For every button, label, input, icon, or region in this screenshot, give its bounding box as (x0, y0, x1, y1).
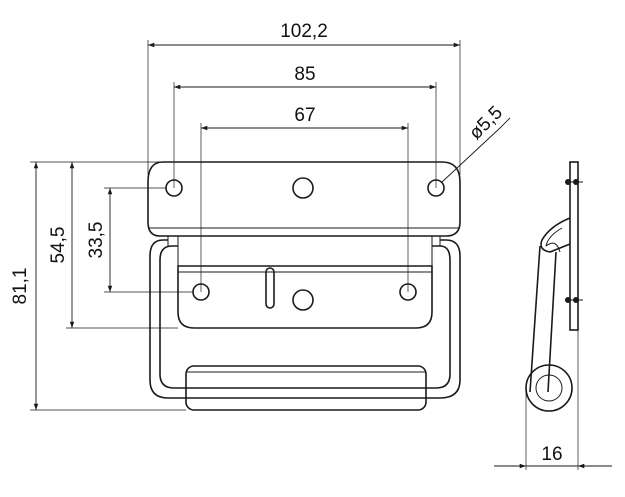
side-plate (569, 161, 579, 331)
front-view (147, 161, 461, 411)
label-plate-height: 54,5 (48, 227, 69, 264)
mounting-plate (147, 161, 461, 237)
side-wire-arm (529, 245, 541, 393)
dimension-overall-height: 81,1 (10, 161, 186, 411)
bracket-slot (265, 267, 275, 309)
side-bracket (540, 217, 571, 253)
label-overall-width: 102,2 (280, 21, 328, 42)
dimension-hole-spacing-outer: 85 (173, 64, 437, 188)
label-hole-spacing-outer: 85 (294, 64, 315, 85)
dimension-plate-height: 54,5 (48, 162, 178, 329)
dimension-hole-vertical-spacing: 33,5 (86, 187, 193, 293)
label-hole-vertical-spacing: 33,5 (86, 222, 107, 259)
label-overall-height: 81,1 (10, 268, 31, 305)
label-depth: 16 (541, 444, 562, 465)
bracket-plate (177, 265, 433, 329)
dimension-hole-spacing-inner: 67 (200, 105, 409, 292)
dimension-overall-width: 102,2 (147, 21, 461, 175)
plate-hole-center (292, 177, 314, 199)
side-view (525, 161, 583, 412)
label-hole-spacing-inner: 67 (294, 105, 315, 126)
bracket-hole-center (292, 289, 314, 311)
handle-wire-inner (159, 245, 451, 389)
label-hole-diameter: ø5,5 (465, 102, 507, 144)
dimension-depth: 16 (494, 330, 612, 470)
side-grip-outer (525, 364, 573, 412)
handle-wire-outer (149, 239, 461, 399)
side-grip-inner (535, 374, 563, 402)
dimension-hole-diameter: ø5,5 (441, 102, 511, 183)
handle-grip (185, 365, 427, 411)
